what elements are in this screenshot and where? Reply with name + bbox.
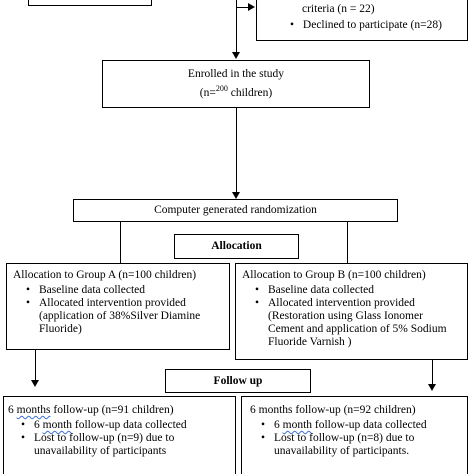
arrow-to-enrolled: [232, 52, 240, 59]
assessed-box-fragment: [28, 0, 152, 6]
followup-b-item: 6 month follow-up data collected: [248, 419, 463, 432]
arrow-to-followup-b: [428, 384, 436, 391]
group-a-title: Allocation to Group A (n=100 children): [13, 269, 197, 281]
connector-left-group-a: [120, 222, 121, 263]
allocation-label: Allocation: [211, 240, 262, 252]
arrow-to-exclusion: [248, 3, 255, 11]
group-b-box: Allocation to Group B (n=100 children) B…: [235, 263, 468, 360]
connector-enrolled-randomization: [236, 108, 237, 193]
connector-b-followup: [432, 360, 433, 385]
group-a-item: Baseline data collected: [13, 284, 223, 297]
excluded-criteria-text: criteria (n = 22): [302, 3, 375, 15]
arrow-to-randomization: [232, 192, 240, 199]
connector-right-group-b: [347, 222, 348, 263]
followup-b-item: Lost to follow-up (n=8) due to unavailab…: [248, 432, 463, 458]
followup-b-title: 6 months follow-up (n=92 children): [250, 404, 416, 416]
group-a-box: Allocation to Group A (n=100 children) B…: [6, 263, 230, 350]
randomization-label: Computer generated randomization: [154, 204, 317, 216]
allocation-box: Allocation: [174, 234, 299, 259]
enrolled-line1: Enrolled in the study: [187, 68, 285, 80]
follow-up-label: Follow up: [213, 375, 263, 387]
group-a-item: Allocated intervention provided (applica…: [13, 297, 223, 336]
followup-b-box: 6 months follow-up (n=92 children) 6 mon…: [241, 396, 468, 474]
enrolled-box: Enrolled in the study (n=200 children): [102, 60, 370, 108]
followup-a-title: 6 months follow-up (n=91 children): [8, 404, 174, 416]
connector-top-vertical: [236, 0, 237, 53]
excluded-box: criteria (n = 22) • Declined to particip…: [256, 0, 468, 41]
connector-a-followup: [35, 350, 36, 381]
bullet-icon: •: [290, 19, 295, 31]
declined-label: Declined to participate (n=28): [302, 19, 442, 31]
follow-up-box: Follow up: [165, 369, 311, 393]
enrolled-line2: (n=200 children): [199, 84, 273, 99]
group-a-list: Baseline data collected Allocated interv…: [13, 284, 223, 336]
randomization-box: Computer generated randomization: [73, 199, 398, 222]
group-b-item: Allocated intervention provided (Restora…: [242, 297, 461, 349]
declined-text: • Declined to participate (n=28): [290, 19, 442, 32]
group-b-item: Baseline data collected: [242, 284, 461, 297]
followup-a-list: 6 month follow-up data collected Lost to…: [8, 419, 231, 458]
connector-to-exclusion: [236, 7, 250, 8]
followup-b-list: 6 month follow-up data collected Lost to…: [248, 419, 463, 458]
followup-a-item: 6 month follow-up data collected: [8, 419, 231, 432]
arrow-to-followup-a: [31, 380, 39, 387]
enrolled-count: 200: [215, 84, 228, 93]
group-b-title: Allocation to Group B (n=100 children): [242, 269, 426, 281]
group-b-list: Baseline data collected Allocated interv…: [242, 284, 461, 349]
followup-a-item: Lost to follow-up (n=9) due to unavailab…: [8, 432, 231, 458]
followup-a-box: 6 months follow-up (n=91 children) 6 mon…: [3, 396, 236, 474]
